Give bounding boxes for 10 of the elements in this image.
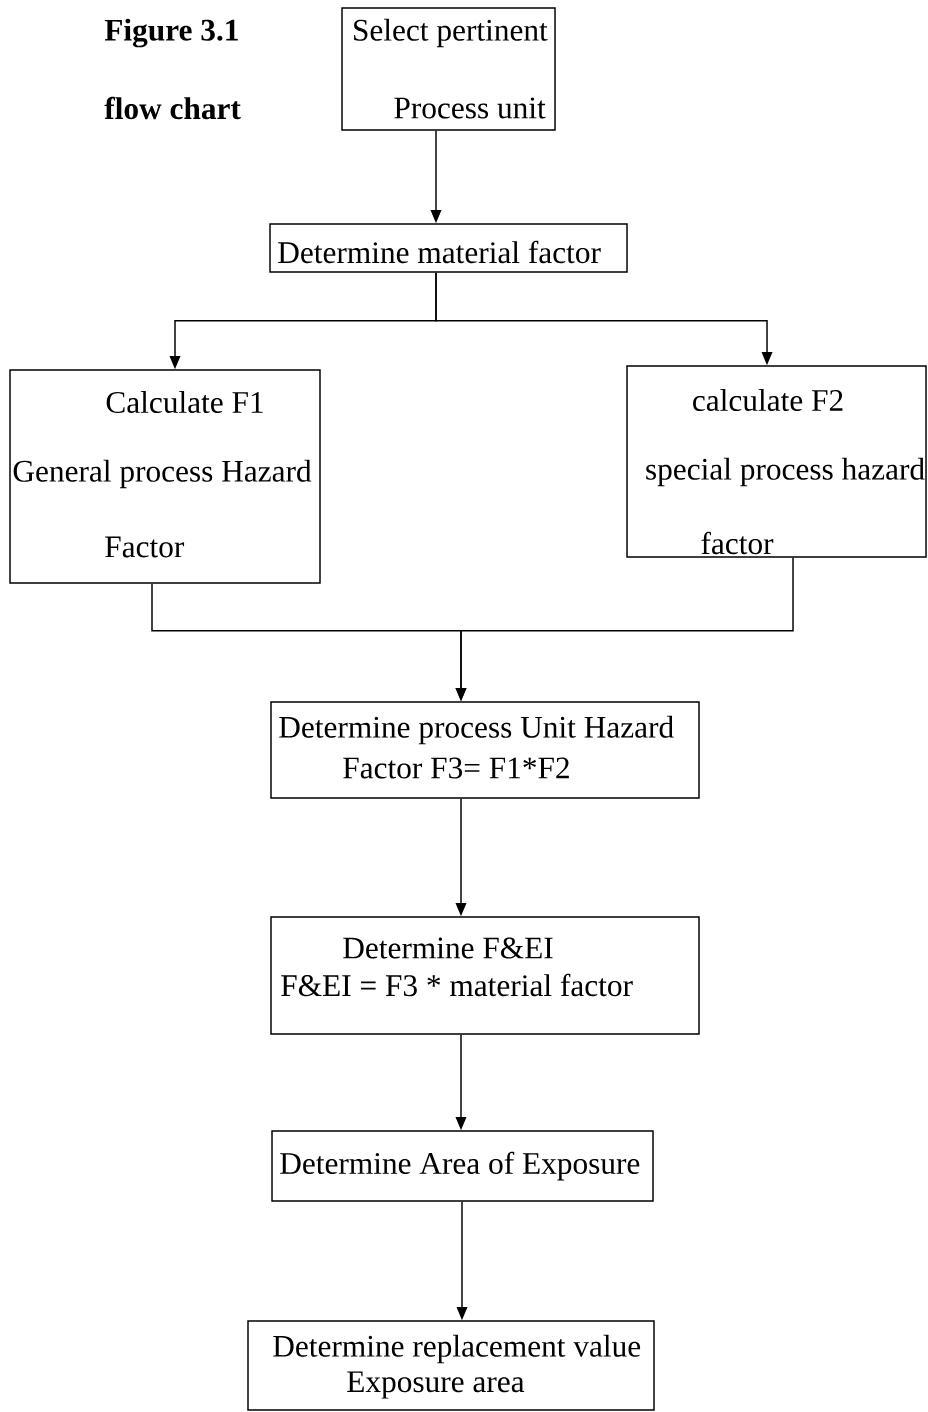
process-box: Determine material factor bbox=[269, 223, 628, 273]
figure-title: Figure 3.1 bbox=[104, 18, 238, 48]
process-box: calculate F2 special process hazard factor bbox=[626, 365, 927, 558]
process-box: Calculate F1 General process Hazard Factor bbox=[9, 369, 321, 584]
process-box: Determine replacement value Exposure area bbox=[247, 1320, 655, 1411]
process-box: Determine Area of Exposure bbox=[271, 1130, 654, 1202]
process-box: Determine F&EI F&EI = F3 * material factor bbox=[270, 916, 700, 1035]
process-box: Select pertinent Process unit bbox=[341, 7, 556, 131]
chart-label: flow chart bbox=[104, 96, 241, 120]
process-box: Determine process Unit Hazard Factor F3= F1*F2 bbox=[270, 701, 700, 799]
